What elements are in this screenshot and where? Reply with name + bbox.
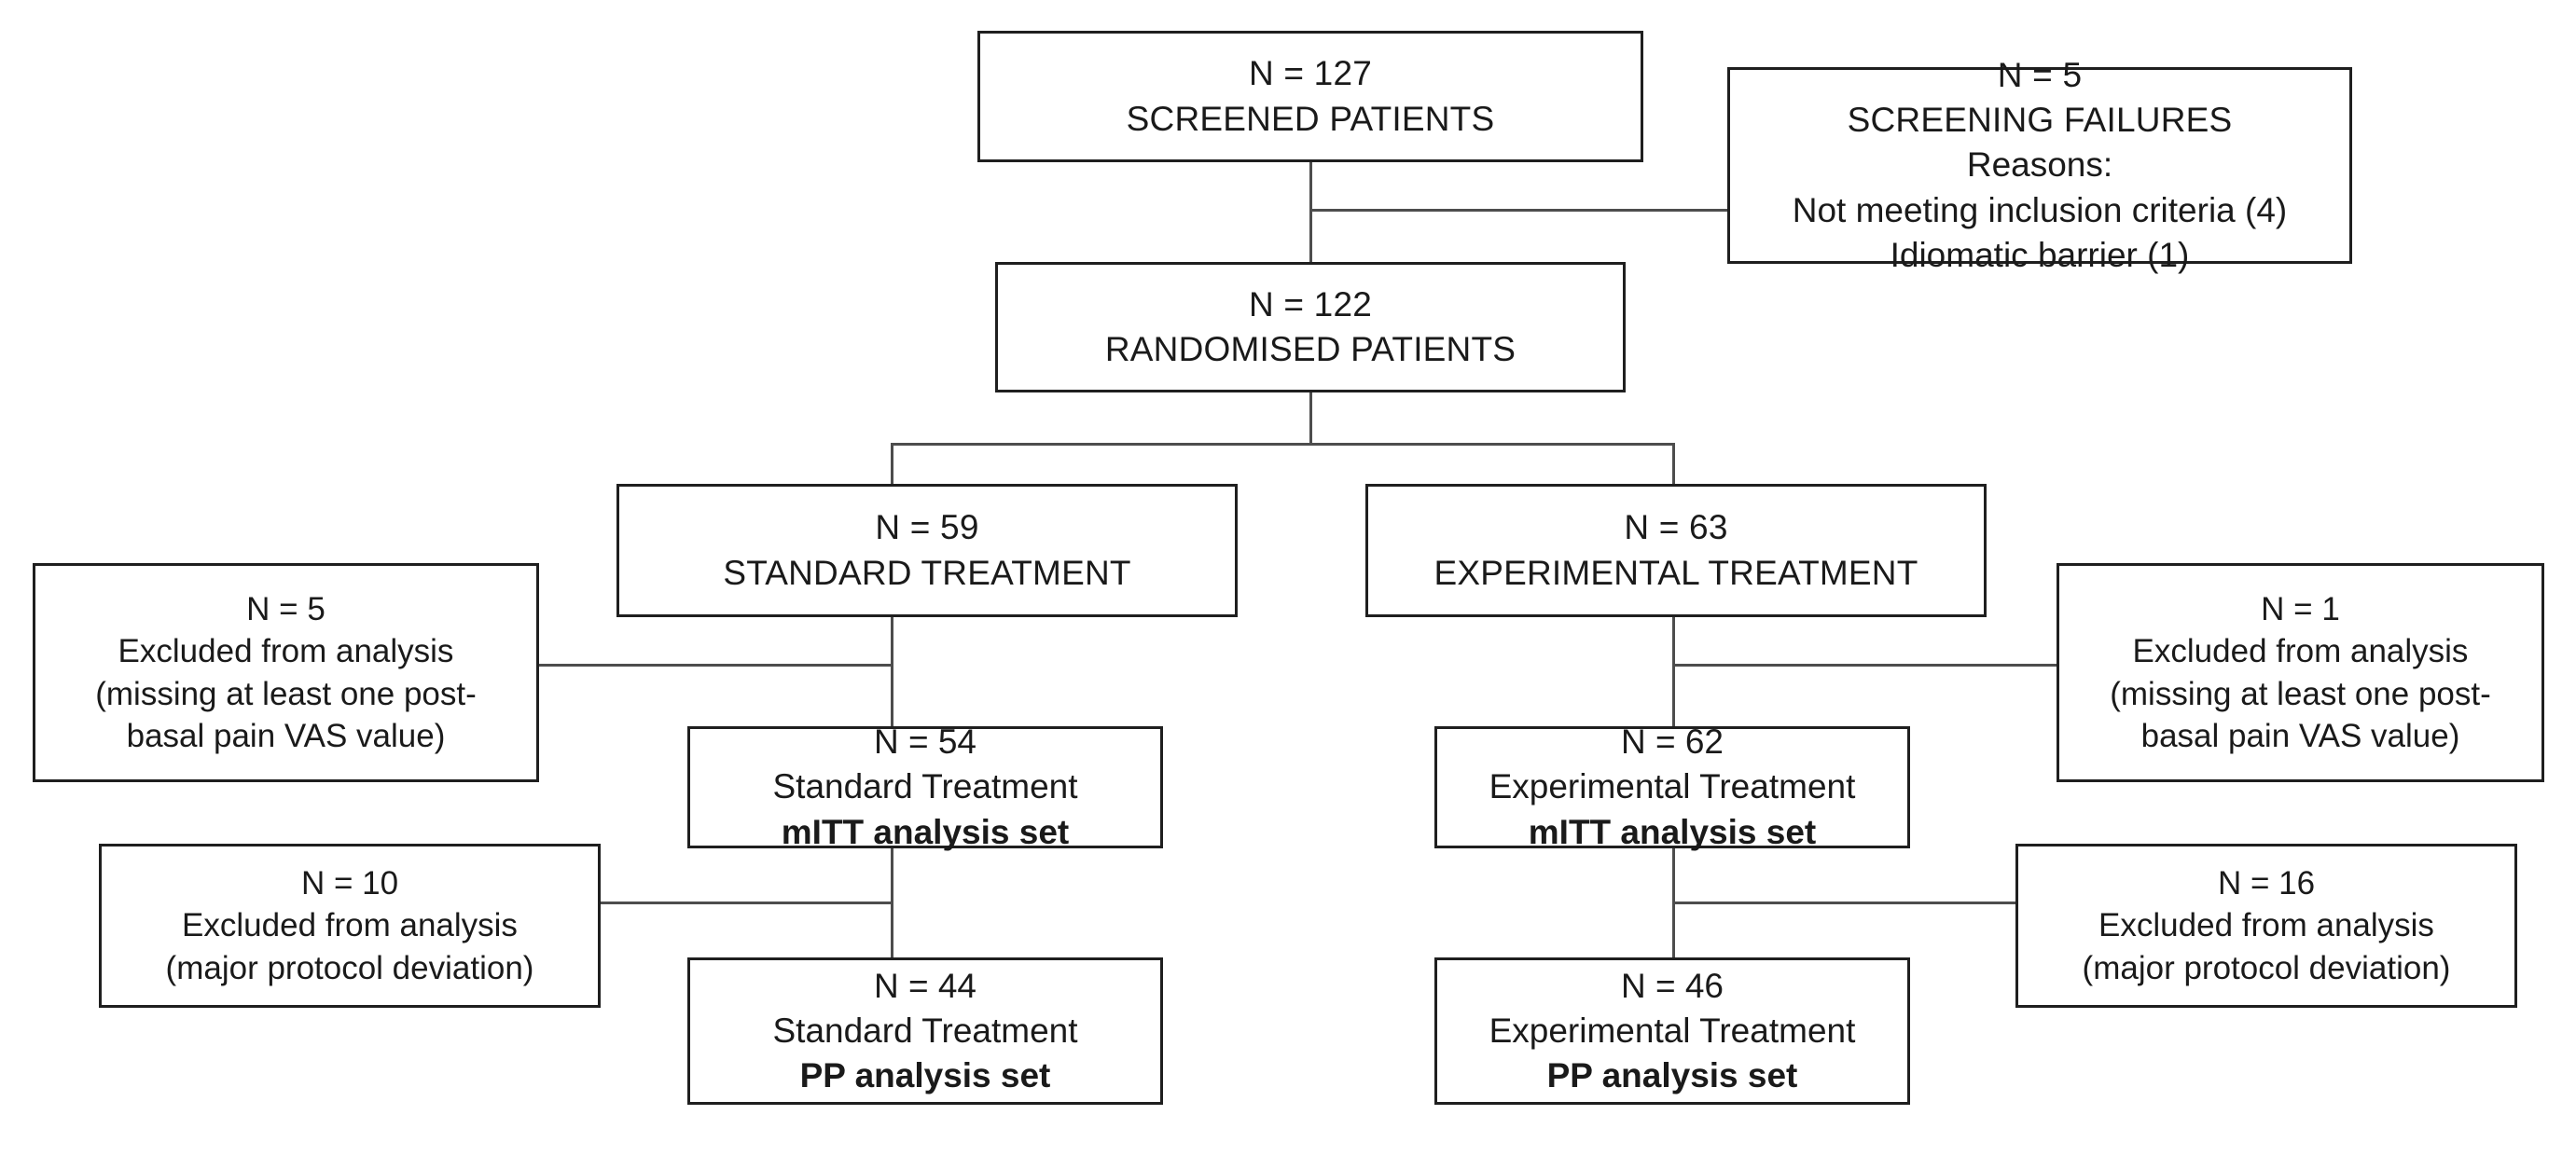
connector-standard-treatment-to-mitt bbox=[891, 617, 893, 726]
excluded-standard-pp-n-label: N = 10 bbox=[300, 864, 399, 902]
experimental-pp-set-label: PP analysis set bbox=[1546, 1056, 1798, 1095]
excluded-experimental-mitt-line-1: Excluded from analysis bbox=[2132, 633, 2469, 669]
excluded-experimental-pp-line-1: Excluded from analysis bbox=[2098, 907, 2434, 944]
connector-randomisation-fork bbox=[891, 443, 1675, 446]
screened-n-label: N = 127 bbox=[1248, 54, 1373, 93]
excluded-experimental-pp-n-label: N = 16 bbox=[2217, 864, 2316, 902]
experimental-pp-n-label: N = 46 bbox=[1620, 966, 1724, 1005]
excluded-standard-pp-line-1: Excluded from analysis bbox=[182, 907, 518, 944]
node-excluded-experimental-mitt[interactable]: N = 1 Excluded from analysis (missing at… bbox=[2057, 563, 2544, 782]
node-experimental-treatment[interactable]: N = 63 EXPERIMENTAL TREATMENT bbox=[1365, 484, 1987, 617]
excluded-standard-mitt-line-1: Excluded from analysis bbox=[118, 633, 454, 669]
standard-mitt-arm: Standard Treatment bbox=[772, 767, 1078, 806]
connector-randomised-down bbox=[1309, 392, 1312, 446]
standard-pp-n-label: N = 44 bbox=[873, 966, 977, 1005]
connector-experimental-treatment-to-mitt bbox=[1672, 617, 1675, 726]
standard-treatment-title: STANDARD TREATMENT bbox=[723, 553, 1131, 592]
node-screening-failures[interactable]: N = 5 SCREENING FAILURES Reasons: Not me… bbox=[1727, 56, 2352, 274]
connector-standard-mitt-exclusion bbox=[539, 664, 893, 667]
experimental-treatment-title: EXPERIMENTAL TREATMENT bbox=[1433, 553, 1918, 592]
experimental-treatment-n-label: N = 63 bbox=[1624, 508, 1728, 547]
node-screened-patients[interactable]: N = 127 SCREENED PATIENTS bbox=[977, 31, 1643, 162]
excluded-experimental-mitt-line-2: (missing at least one post- bbox=[2110, 675, 2491, 712]
randomised-title: RANDOMISED PATIENTS bbox=[1104, 330, 1517, 368]
excluded-experimental-mitt-line-3: basal pain VAS value) bbox=[2140, 718, 2460, 754]
connector-fork-to-standard-treatment bbox=[891, 443, 893, 484]
experimental-pp-arm: Experimental Treatment bbox=[1489, 1011, 1856, 1050]
standard-mitt-n-label: N = 54 bbox=[873, 723, 977, 762]
screening-failures-reason-1: Not meeting inclusion criteria (4) bbox=[1792, 190, 2288, 229]
node-experimental-pp-analysis-set[interactable]: N = 46 Experimental Treatment PP analysi… bbox=[1434, 957, 1910, 1105]
node-randomised-patients[interactable]: N = 122 RANDOMISED PATIENTS bbox=[995, 262, 1626, 392]
connector-fork-to-experimental-treatment bbox=[1672, 443, 1675, 484]
screening-failures-reason-2: Idiomatic barrier (1) bbox=[1890, 235, 2190, 274]
connector-experimental-pp-exclusion bbox=[1672, 902, 2015, 904]
excluded-experimental-pp-line-2: (major protocol deviation) bbox=[2082, 949, 2451, 986]
screened-title: SCREENED PATIENTS bbox=[1126, 99, 1495, 138]
excluded-standard-mitt-line-3: basal pain VAS value) bbox=[126, 718, 446, 754]
excluded-standard-mitt-line-2: (missing at least one post- bbox=[95, 675, 477, 712]
standard-pp-arm: Standard Treatment bbox=[772, 1011, 1078, 1050]
connector-experimental-mitt-exclusion bbox=[1672, 664, 2059, 667]
experimental-mitt-set-label: mITT analysis set bbox=[1528, 812, 1817, 851]
screening-failures-reasons-label: Reasons: bbox=[1966, 145, 2113, 185]
node-excluded-experimental-pp[interactable]: N = 16 Excluded from analysis (major pro… bbox=[2015, 844, 2517, 1008]
screening-failures-n-label: N = 5 bbox=[1997, 56, 2083, 95]
standard-treatment-n-label: N = 59 bbox=[875, 508, 979, 547]
excluded-standard-pp-line-2: (major protocol deviation) bbox=[165, 949, 534, 986]
experimental-mitt-arm: Experimental Treatment bbox=[1489, 767, 1856, 806]
node-standard-mitt-analysis-set[interactable]: N = 54 Standard Treatment mITT analysis … bbox=[687, 723, 1163, 851]
standard-pp-set-label: PP analysis set bbox=[799, 1056, 1051, 1095]
node-excluded-standard-mitt[interactable]: N = 5 Excluded from analysis (missing at… bbox=[33, 563, 539, 782]
node-standard-treatment[interactable]: N = 59 STANDARD TREATMENT bbox=[616, 484, 1238, 617]
experimental-mitt-n-label: N = 62 bbox=[1620, 723, 1724, 762]
standard-mitt-set-label: mITT analysis set bbox=[781, 812, 1070, 851]
node-experimental-mitt-analysis-set[interactable]: N = 62 Experimental Treatment mITT analy… bbox=[1434, 723, 1910, 851]
connector-screened-to-randomised bbox=[1309, 162, 1312, 262]
excluded-standard-mitt-n-label: N = 5 bbox=[246, 590, 325, 627]
randomised-n-label: N = 122 bbox=[1248, 284, 1373, 323]
node-standard-pp-analysis-set[interactable]: N = 44 Standard Treatment PP analysis se… bbox=[687, 957, 1163, 1105]
node-excluded-standard-pp[interactable]: N = 10 Excluded from analysis (major pro… bbox=[99, 844, 601, 1008]
connector-screened-to-screening-failures bbox=[1309, 209, 1728, 212]
excluded-experimental-mitt-n-label: N = 1 bbox=[2261, 590, 2340, 627]
screening-failures-title: SCREENING FAILURES bbox=[1847, 101, 2233, 140]
connector-standard-pp-exclusion bbox=[339, 902, 893, 904]
